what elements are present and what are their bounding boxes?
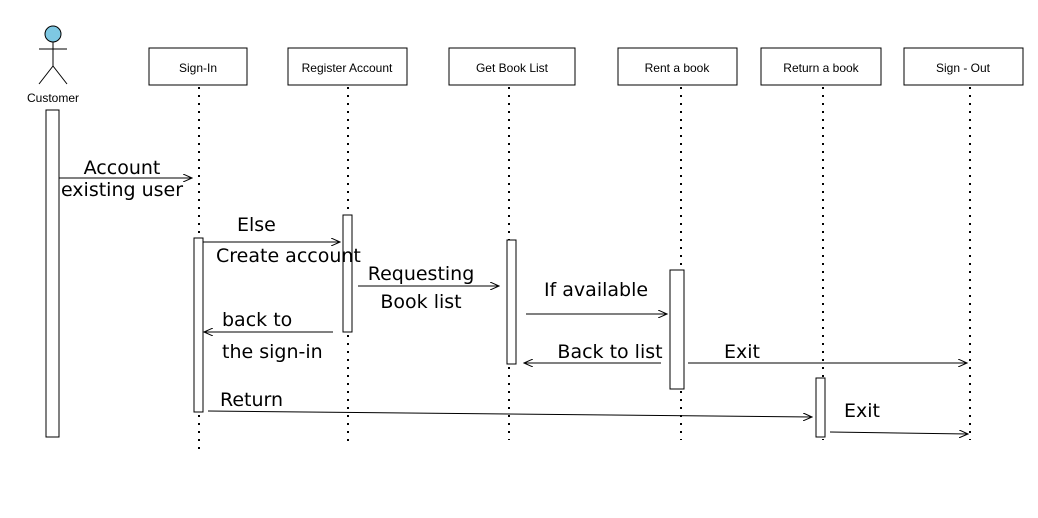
message-label: Else <box>237 214 276 236</box>
lifeline-return-a-book: Return a book <box>760 47 882 440</box>
message-label: Back to list <box>557 341 662 363</box>
rent-a-book-activation <box>669 269 685 390</box>
return-a-book-activation <box>815 377 826 438</box>
lifeline-register-account: Register Account <box>287 47 408 442</box>
message-label: Return <box>220 389 283 411</box>
lifeline-label: Register Account <box>302 61 393 75</box>
lifeline-sign-out: Sign - Out <box>903 47 1024 440</box>
message-label: existing user <box>61 179 183 201</box>
lifeline-box <box>148 47 248 86</box>
customer-actor: Customer <box>27 25 79 105</box>
lifeline-box <box>760 47 882 86</box>
lifeline-box <box>617 47 738 86</box>
customer-activation <box>45 109 60 438</box>
message-back-to-sign-in: back to the sign-in <box>204 309 333 363</box>
message-label: Requesting <box>368 263 475 285</box>
actor-left-leg <box>38 65 54 85</box>
message-label: If available <box>544 279 648 301</box>
lifeline-label: Sign-In <box>179 61 217 75</box>
lifeline-box <box>287 47 408 86</box>
message-account-existing-user: Account existing user <box>59 157 192 201</box>
message-label: the sign-in <box>222 341 323 363</box>
lifeline-box <box>903 47 1024 86</box>
message-label: Exit <box>724 341 760 363</box>
message-if-available: If available <box>526 279 667 314</box>
message-label: back to <box>222 309 292 331</box>
lifeline-label: Rent a book <box>645 61 711 75</box>
sign-in-activation <box>193 237 204 413</box>
get-book-list-activation <box>506 239 517 365</box>
message-label: Account <box>84 157 161 179</box>
lifeline-label: Sign - Out <box>936 61 991 75</box>
lifeline-label: Return a book <box>783 61 859 75</box>
actor-right-leg <box>52 65 68 85</box>
lifeline-box <box>448 47 576 86</box>
actor-label: Customer <box>27 91 79 105</box>
message-arrow <box>207 410 812 417</box>
message-exit-from-return: Exit <box>829 400 968 434</box>
message-requesting-book-list: Requesting Book list <box>358 263 499 313</box>
message-create-account: Create account <box>203 242 361 267</box>
message-arrow <box>829 432 968 434</box>
message-label: Exit <box>844 400 880 422</box>
message-else: Else <box>237 214 276 236</box>
message-exit-from-rent: Exit <box>688 341 967 363</box>
lifeline-label: Get Book List <box>476 61 549 75</box>
message-label: Book list <box>380 291 461 313</box>
message-back-to-list: Back to list <box>524 341 663 363</box>
lifeline-rent-a-book: Rent a book <box>617 47 738 440</box>
actor-head <box>44 25 62 43</box>
register-account-activation <box>342 214 353 333</box>
message-label: Create account <box>216 245 361 267</box>
message-return: Return <box>207 389 812 417</box>
